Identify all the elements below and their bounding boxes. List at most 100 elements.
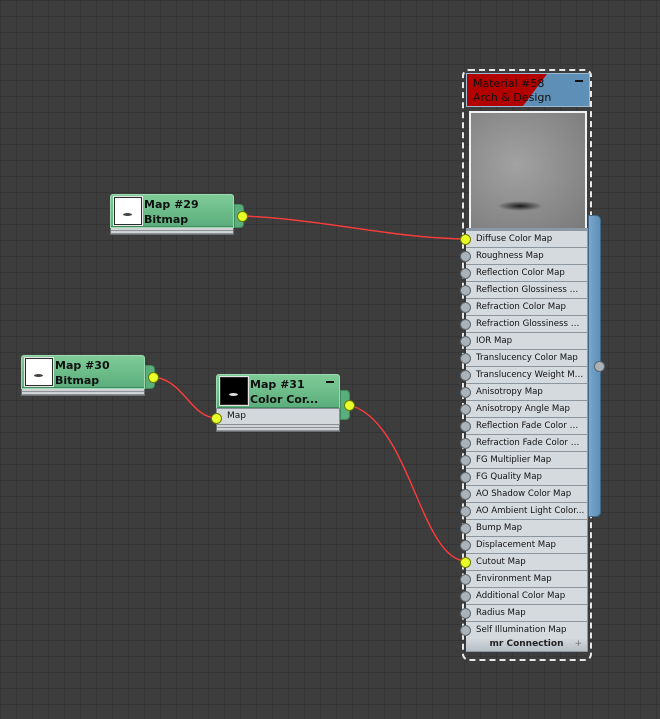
material-header[interactable]: Material #58 Arch & Design xyxy=(466,73,590,107)
material-slot-label: Roughness Map xyxy=(476,251,544,261)
material-slot-socket[interactable] xyxy=(460,455,471,466)
material-slot-socket[interactable] xyxy=(460,387,471,398)
material-slot-label: Diffuse Color Map xyxy=(476,234,553,244)
material-slot[interactable]: Diffuse Color Map xyxy=(466,231,587,248)
material-slot-socket[interactable] xyxy=(460,506,471,517)
material-slot[interactable]: Bump Map xyxy=(466,520,587,537)
node-map-31[interactable]: Map Map #31 Color Cor... xyxy=(216,374,340,436)
material-slot[interactable]: Roughness Map xyxy=(466,248,587,265)
output-socket-map-30[interactable] xyxy=(148,372,159,383)
material-slot-socket[interactable] xyxy=(460,523,471,534)
material-slot-label: Cutout Map xyxy=(476,557,526,567)
material-slot-socket[interactable] xyxy=(460,302,471,313)
material-subtitle: Arch & Design xyxy=(473,91,552,104)
material-slot-label: FG Quality Map xyxy=(476,472,542,482)
material-slot[interactable]: Displacement Map xyxy=(466,537,587,554)
wire-map29-to-diffuse xyxy=(242,215,467,240)
bitmap-thumbnail xyxy=(220,377,248,405)
collapse-icon[interactable] xyxy=(326,381,334,383)
material-slot-label: Anisotropy Angle Map xyxy=(476,404,571,414)
material-slot-label: Anisotropy Map xyxy=(476,387,543,397)
output-socket-map-29[interactable] xyxy=(237,211,248,222)
material-slot-label: Translucency Color Map xyxy=(476,353,578,363)
material-slot[interactable]: AO Shadow Color Map xyxy=(466,486,587,503)
material-slot-label: Refraction Color Map xyxy=(476,302,566,312)
material-slot-socket[interactable] xyxy=(460,557,471,568)
material-slot-label: IOR Map xyxy=(476,336,513,346)
material-slot-socket[interactable] xyxy=(460,404,471,415)
material-slot-label: Additional Color Map xyxy=(476,591,566,601)
material-slot[interactable]: Radius Map xyxy=(466,605,587,622)
material-slot[interactable]: FG Quality Map xyxy=(466,469,587,486)
material-slot-socket[interactable] xyxy=(460,574,471,585)
material-slot-label: AO Ambient Light Color... xyxy=(476,506,585,516)
material-slot-label: Reflection Glossiness Map xyxy=(476,285,585,295)
material-slot[interactable]: Refraction Glossiness Map xyxy=(466,316,587,333)
material-title: Material #58 xyxy=(473,77,545,90)
material-slot-label: Radius Map xyxy=(476,608,526,618)
node-subtitle: Color Cor... xyxy=(250,393,319,406)
material-slot-socket[interactable] xyxy=(460,285,471,296)
material-slot-socket[interactable] xyxy=(460,472,471,483)
material-output-socket[interactable] xyxy=(594,361,605,372)
material-slot-socket[interactable] xyxy=(460,540,471,551)
wire-map31-to-cutout xyxy=(348,404,467,562)
material-slot-socket[interactable] xyxy=(460,438,471,449)
collapse-icon[interactable] xyxy=(575,80,583,82)
material-slot-label: Reflection Fade Color Map xyxy=(476,421,585,431)
material-slot[interactable]: Reflection Color Map xyxy=(466,265,587,282)
output-socket-map-31[interactable] xyxy=(344,400,355,411)
mr-connection-rollout[interactable]: mr Connection + xyxy=(466,637,587,651)
material-slot-socket[interactable] xyxy=(460,625,471,636)
material-slot-socket[interactable] xyxy=(460,370,471,381)
material-slot-label: Refraction Fade Color Map xyxy=(476,438,585,448)
material-slot-socket[interactable] xyxy=(460,421,471,432)
material-slot[interactable]: Reflection Glossiness Map xyxy=(466,282,587,299)
bitmap-thumbnail xyxy=(114,197,142,225)
node-map-29[interactable]: Map #29 Bitmap xyxy=(110,194,234,240)
material-slot[interactable]: Additional Color Map xyxy=(466,588,587,605)
wire-map30-to-map31 xyxy=(152,376,218,419)
material-slot-label: Translucency Weight Map xyxy=(476,370,585,380)
material-slot[interactable]: Environment Map xyxy=(466,571,587,588)
material-slot-label: AO Shadow Color Map xyxy=(476,489,572,499)
material-slot[interactable]: IOR Map xyxy=(466,333,587,350)
material-slot-socket[interactable] xyxy=(460,336,471,347)
material-slot[interactable]: Translucency Color Map xyxy=(466,350,587,367)
node-subtitle: Bitmap xyxy=(55,374,100,387)
material-slot[interactable]: AO Ambient Light Color... xyxy=(466,503,587,520)
node-title: Map #31 xyxy=(250,378,305,391)
material-slot-socket[interactable] xyxy=(460,268,471,279)
material-slot[interactable]: Translucency Weight Map xyxy=(466,367,587,384)
material-slot[interactable]: Anisotropy Angle Map xyxy=(466,401,587,418)
mr-connection-label: mr Connection xyxy=(489,639,564,649)
material-slot-socket[interactable] xyxy=(460,489,471,500)
material-slot-label: Refraction Glossiness Map xyxy=(476,319,585,329)
material-slot[interactable]: Refraction Color Map xyxy=(466,299,587,316)
material-slot-socket[interactable] xyxy=(460,234,471,245)
expand-icon[interactable]: + xyxy=(574,639,582,649)
material-slot-label: Environment Map xyxy=(476,574,552,584)
material-slot-socket[interactable] xyxy=(460,251,471,262)
material-slot-socket[interactable] xyxy=(460,353,471,364)
material-slot-socket[interactable] xyxy=(460,608,471,619)
node-map-30[interactable]: Map #30 Bitmap xyxy=(21,355,145,401)
material-slot[interactable]: Reflection Fade Color Map xyxy=(466,418,587,435)
input-socket-map[interactable] xyxy=(211,413,222,424)
node-title: Map #29 xyxy=(144,198,199,211)
material-slot-socket[interactable] xyxy=(460,591,471,602)
node-subtitle: Bitmap xyxy=(144,213,189,226)
node-title: Map #30 xyxy=(55,359,110,372)
material-slot[interactable]: FG Multiplier Map xyxy=(466,452,587,469)
material-slot-label: Displacement Map xyxy=(476,540,556,550)
material-slot-socket[interactable] xyxy=(460,319,471,330)
input-slot-map[interactable]: Map xyxy=(216,408,340,425)
material-preview xyxy=(469,111,587,230)
material-slot[interactable]: Anisotropy Map xyxy=(466,384,587,401)
slot-label: Map xyxy=(227,411,246,421)
material-slot-label: Bump Map xyxy=(476,523,523,533)
material-slot-label: Reflection Color Map xyxy=(476,268,565,278)
material-slot[interactable]: Cutout Map xyxy=(466,554,587,571)
material-slot[interactable]: Refraction Fade Color Map xyxy=(466,435,587,452)
